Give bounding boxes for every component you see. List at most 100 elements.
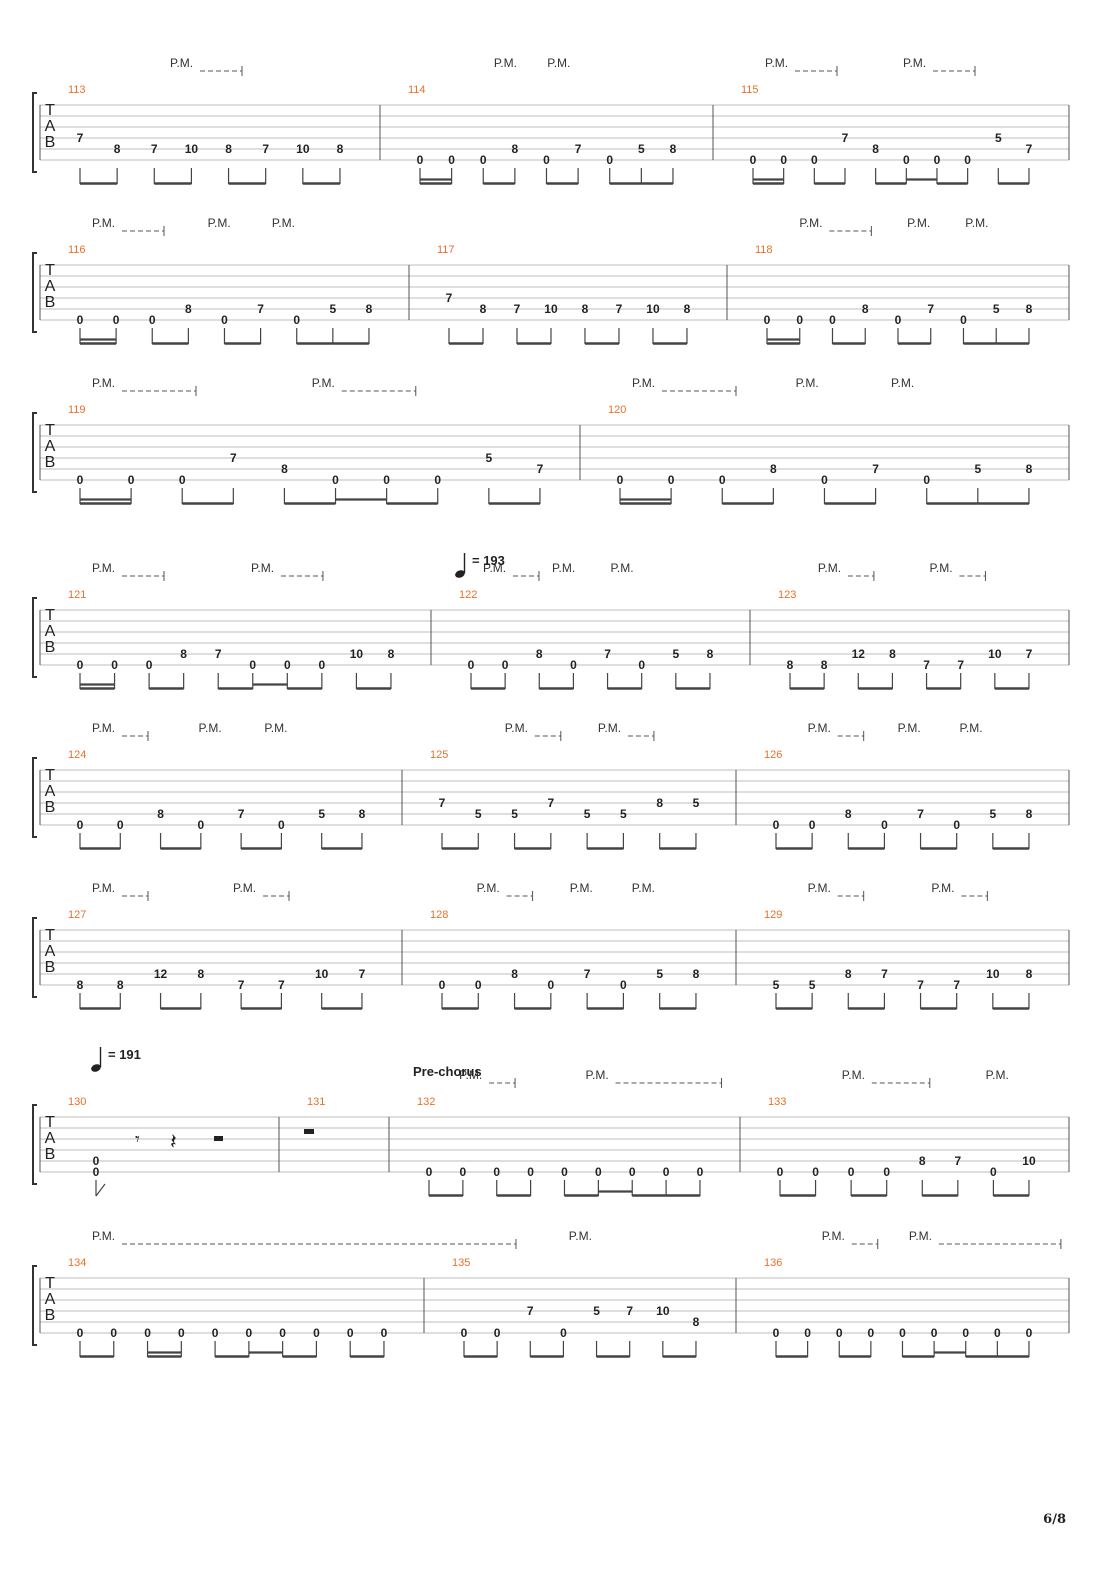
fret-number: 0	[493, 1165, 500, 1179]
fret-number: 8	[770, 462, 777, 476]
fret-number: 0	[293, 313, 300, 327]
palm-mute-label: P.M.	[92, 376, 115, 390]
fret-number: 7	[537, 462, 544, 476]
fret-number: 0	[347, 1326, 354, 1340]
fret-number: 0	[439, 978, 446, 992]
fret-number: 0	[527, 1165, 534, 1179]
fret-number: 0	[750, 153, 757, 167]
fret-number: 8	[114, 142, 121, 156]
fret-number: 10	[646, 302, 660, 316]
palm-mute-label: P.M.	[799, 216, 822, 230]
fret-number: 0	[895, 313, 902, 327]
fret-number: 0	[899, 1326, 906, 1340]
fret-number: 0	[773, 818, 780, 832]
measure-number: 121	[68, 589, 86, 601]
fret-number: 8	[536, 647, 543, 661]
palm-mute-label: P.M.	[903, 56, 926, 70]
fret-number: 0	[829, 313, 836, 327]
palm-mute-label: P.M.	[92, 1229, 115, 1243]
fret-number: 0	[278, 818, 285, 832]
fret-number: 7	[238, 807, 245, 821]
fret-number: 0	[212, 1326, 219, 1340]
fret-number: 5	[656, 967, 663, 981]
palm-mute-label: P.M.	[199, 721, 222, 735]
tab-clef-letter: B	[45, 454, 56, 471]
quarter-rest: 𝄽	[170, 1129, 177, 1154]
fret-number: 5	[329, 302, 336, 316]
fret-number: 10	[315, 967, 329, 981]
fret-number: 7	[917, 807, 924, 821]
measure-number: 131	[307, 1096, 325, 1108]
tab-clef-letter: T	[45, 927, 55, 944]
fret-number: 7	[359, 967, 366, 981]
fret-number: 0	[796, 313, 803, 327]
fret-number: 0	[668, 473, 675, 487]
fret-number: 8	[845, 807, 852, 821]
fret-number: 0	[77, 658, 84, 672]
tab-clef-letter: B	[45, 294, 56, 311]
tab-clef-letter: B	[45, 1307, 56, 1324]
palm-mute-label: P.M.	[898, 721, 921, 735]
fret-number: 5	[485, 451, 492, 465]
fret-number: 0	[629, 1165, 636, 1179]
palm-mute-label: P.M.	[632, 376, 655, 390]
fret-number: 0	[128, 473, 135, 487]
fret-number: 7	[584, 967, 591, 981]
fret-number: 0	[560, 1326, 567, 1340]
fret-number: 12	[154, 967, 168, 981]
tab-clef-letter: B	[45, 959, 56, 976]
fret-number: 0	[111, 658, 118, 672]
tab-clef-letter: A	[45, 943, 56, 960]
palm-mute-label: P.M.	[931, 881, 954, 895]
fret-number: 0	[284, 658, 291, 672]
fret-number: 7	[881, 967, 888, 981]
section-label: Pre-chorus	[413, 1064, 482, 1079]
palm-mute-label: P.M.	[586, 1068, 609, 1082]
fret-number: 5	[511, 807, 518, 821]
fret-number: 7	[954, 1154, 961, 1168]
palm-mute-label: P.M.	[598, 721, 621, 735]
page-number: 6/8	[1043, 1512, 1066, 1527]
fret-number: 8	[480, 302, 487, 316]
fret-number: 0	[595, 1165, 602, 1179]
palm-mute-label: P.M.	[272, 216, 295, 230]
tab-clef-letter: A	[45, 278, 56, 295]
fret-number: 10	[656, 1304, 670, 1318]
fret-number: 0	[179, 473, 186, 487]
tab-clef-letter: A	[45, 118, 56, 135]
fret-number: 0	[663, 1165, 670, 1179]
fret-number: 5	[989, 807, 996, 821]
fret-number: 0	[461, 1326, 468, 1340]
tab-clef-letter: B	[45, 639, 56, 656]
measure-number: 113	[68, 84, 86, 96]
fret-number: 0	[543, 153, 550, 167]
palm-mute-label: P.M.	[312, 376, 335, 390]
fret-number: 0	[697, 1165, 704, 1179]
tab-clef-letter: B	[45, 799, 56, 816]
fret-number: 0	[381, 1326, 388, 1340]
palm-mute-label: P.M.	[959, 721, 982, 735]
tab-clef-letter: B	[45, 134, 56, 151]
fret-number: 7	[77, 131, 84, 145]
fret-number: 0	[475, 978, 482, 992]
palm-mute-label: P.M.	[494, 56, 517, 70]
fret-number: 7	[842, 131, 849, 145]
fret-number: 5	[318, 807, 325, 821]
fret-number: 10	[1022, 1154, 1036, 1168]
measure-number: 122	[459, 589, 477, 601]
palm-mute-label: P.M.	[92, 561, 115, 575]
measure-number: 117	[437, 244, 455, 256]
palm-mute-label: P.M.	[929, 561, 952, 575]
fret-number: 8	[388, 647, 395, 661]
fret-number: 7	[872, 462, 879, 476]
palm-mute-label: P.M.	[907, 216, 930, 230]
measure-number: 123	[778, 589, 796, 601]
fret-number: 7	[439, 796, 446, 810]
measure-number: 114	[408, 84, 426, 96]
fret-number: 0	[903, 153, 910, 167]
fret-number: 0	[836, 1326, 843, 1340]
fret-number: 8	[919, 1154, 926, 1168]
fret-number: 8	[366, 302, 373, 316]
fret-number: 5	[974, 462, 981, 476]
measure-number: 133	[768, 1096, 786, 1108]
